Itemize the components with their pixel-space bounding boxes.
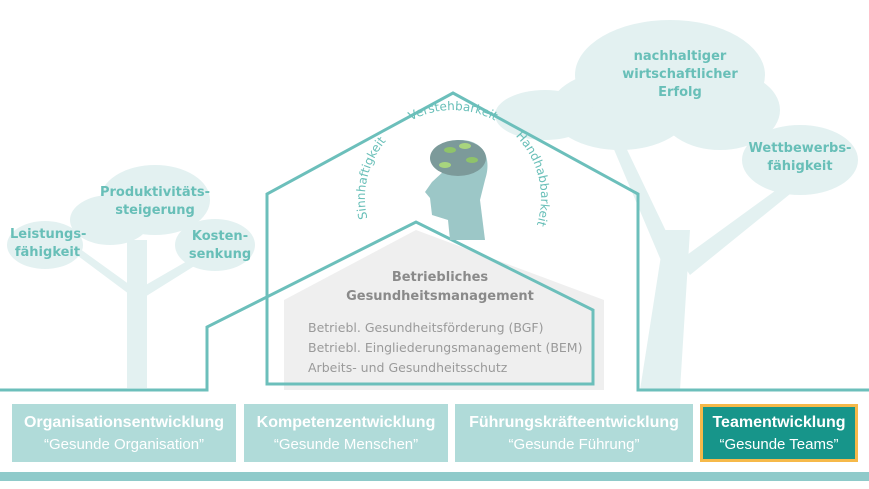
tree-label: Wettbewerbs- fähigkeit xyxy=(748,141,852,174)
pillar-organisationsentwicklung[interactable]: Organisationsentwicklung “Gesunde Organi… xyxy=(12,404,236,462)
bgm-item: Arbeits- und Gesundheitsschutz xyxy=(308,360,508,375)
bgm-item: Betriebl. Eingliederungsmanagement (BEM) xyxy=(308,340,583,355)
svg-text:Sinnhaftigkeit: Sinnhaftigkeit xyxy=(354,134,389,221)
pillar-teamentwicklung[interactable]: Teamentwicklung “Gesunde Teams” xyxy=(700,404,858,462)
tree-label: Leistungs- fähigkeit xyxy=(10,227,87,260)
pillar-kompetenzentwicklung[interactable]: Kompetenzentwicklung “Gesunde Menschen” xyxy=(244,404,448,462)
foundation-bar xyxy=(0,472,869,481)
tree-label: Produktivitäts- steigerung xyxy=(99,185,210,218)
bgm-title: Betriebliches Gesundheitsmanagement xyxy=(346,270,534,304)
pillar-title: Organisationsentwicklung xyxy=(23,414,225,431)
pillar-subtitle: “Gesunde Menschen” xyxy=(273,436,419,453)
svg-text:Verstehbarkeit: Verstehbarkeit xyxy=(406,99,500,124)
head-icon xyxy=(425,140,488,240)
bgm-list: Betriebl. Gesundheitsförderung (BGF) Bet… xyxy=(308,318,582,378)
right-tree-icon xyxy=(495,20,858,390)
pillar-subtitle: “Gesunde Organisation” xyxy=(43,436,205,453)
pillar-subtitle: “Gesunde Führung” xyxy=(508,436,640,453)
tree-label: nachhaltiger wirtschaftlicher Erfolg xyxy=(622,49,738,100)
pillar-title: Führungskräfteentwicklung xyxy=(469,414,679,431)
bgm-item: Betriebl. Gesundheitsförderung (BGF) xyxy=(308,320,544,335)
house-outline xyxy=(0,91,869,392)
left-tree-icon xyxy=(7,165,255,388)
pillar-title: Kompetenzentwicklung xyxy=(256,414,436,431)
pillar-subtitle: “Gesunde Teams” xyxy=(719,436,839,453)
arc-top: Verstehbarkeit xyxy=(406,99,500,124)
bgm-house-fill xyxy=(284,230,604,390)
pillar-fuehrungskraefteentwicklung[interactable]: Führungskräfteentwicklung “Gesunde Führu… xyxy=(455,404,693,462)
arc-left: Sinnhaftigkeit xyxy=(354,134,389,221)
tree-label: Kosten- senkung xyxy=(188,229,252,262)
pillar-title: Teamentwicklung xyxy=(712,414,846,431)
